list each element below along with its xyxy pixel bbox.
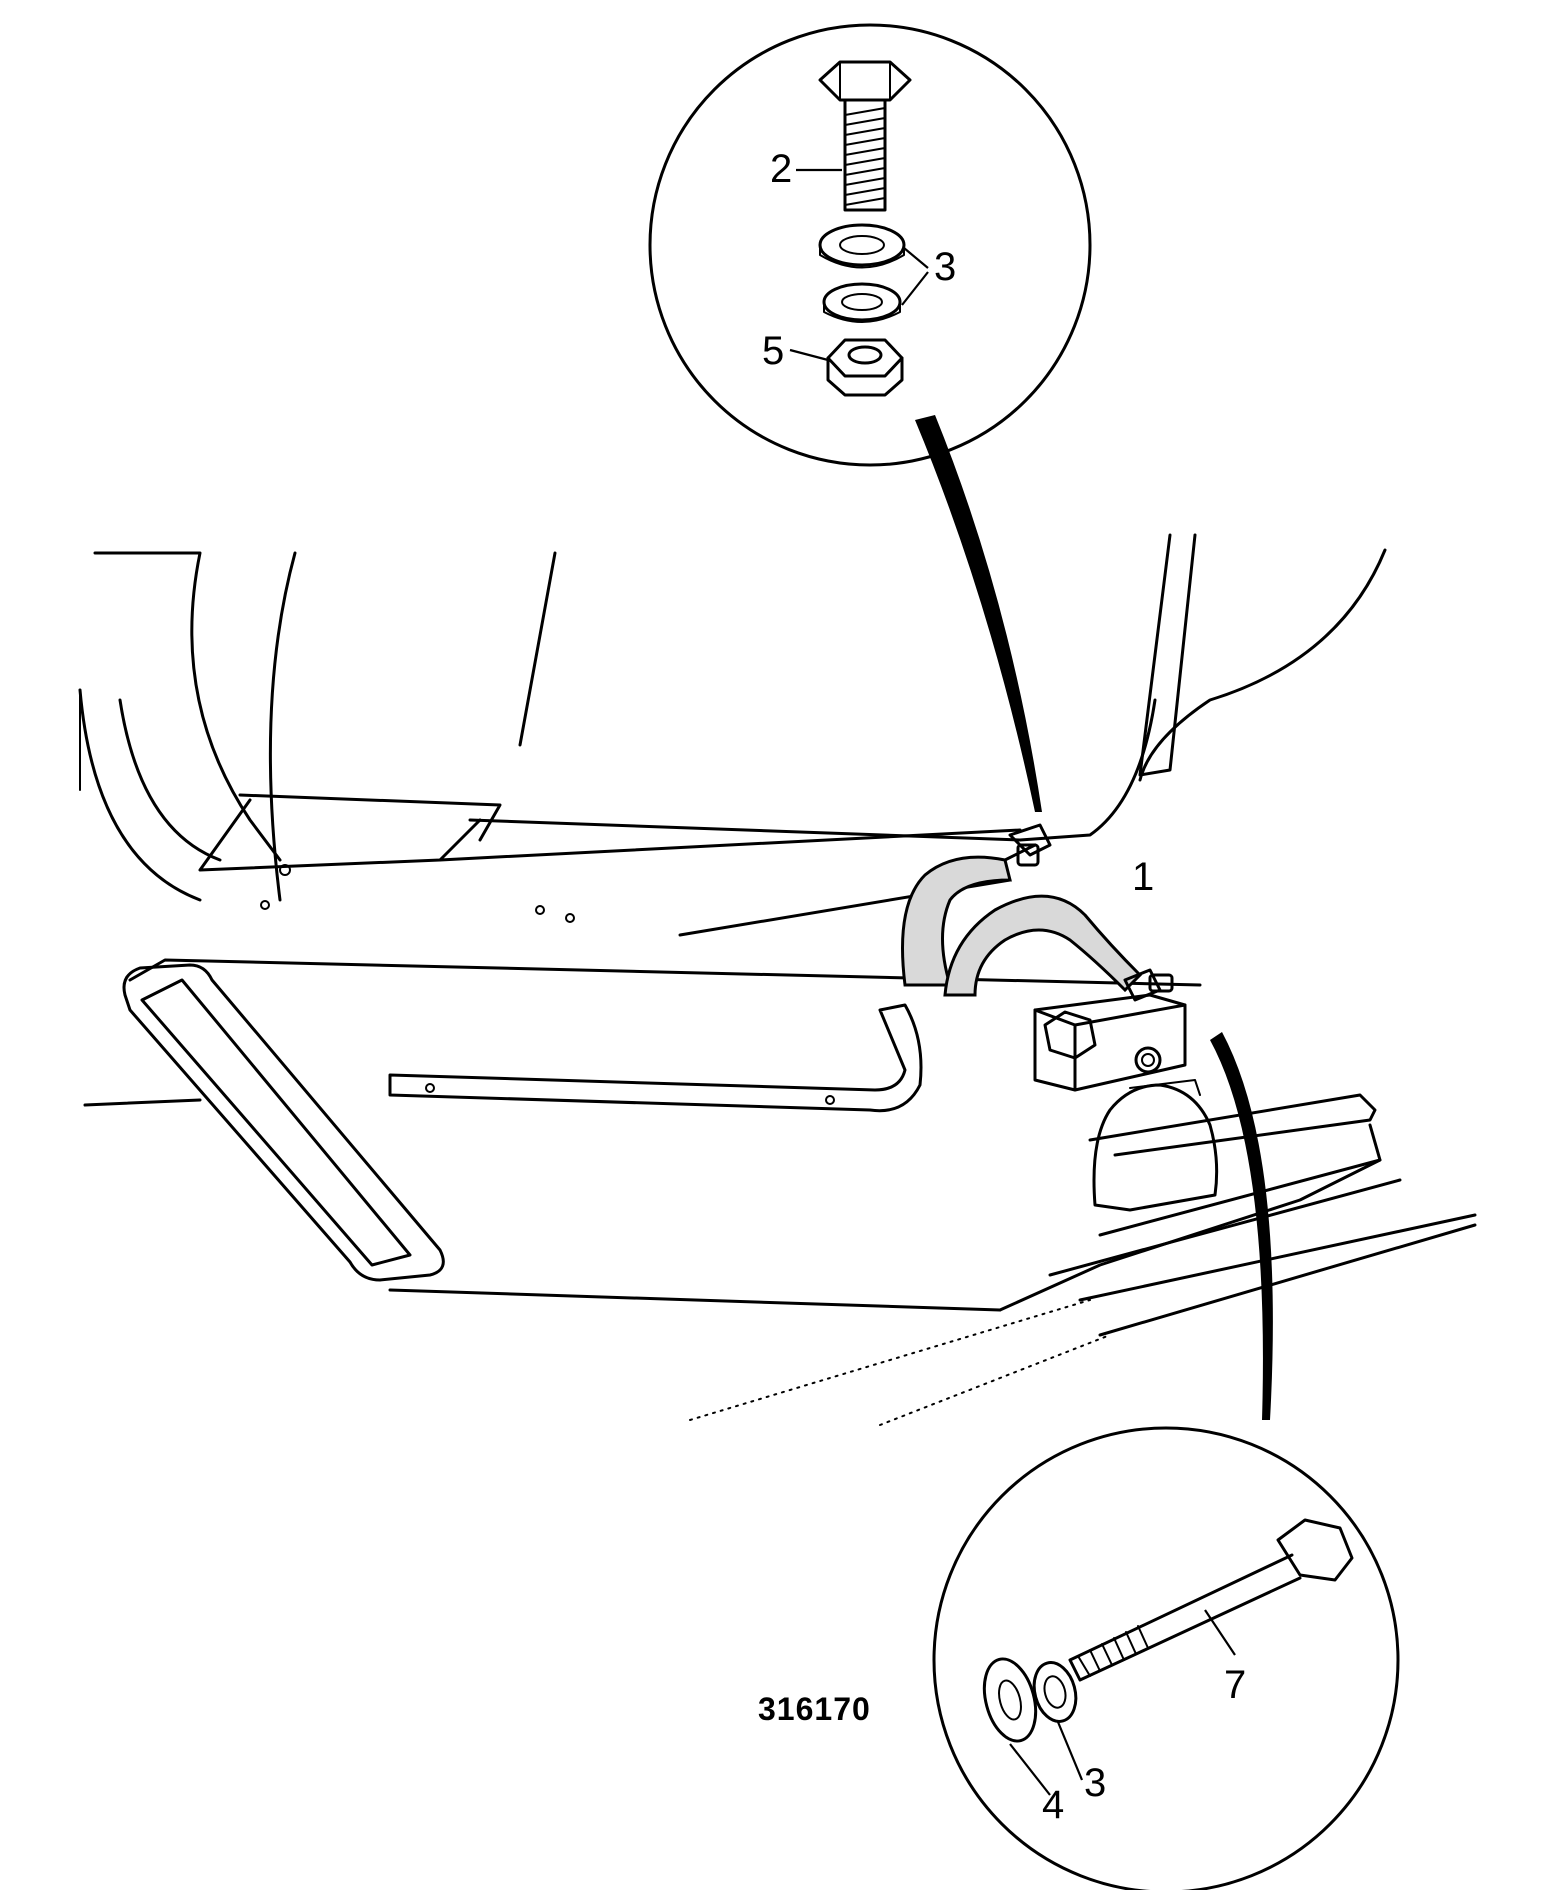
callout-bolt-top: 2 bbox=[770, 147, 792, 191]
callout-washer-small: 3 bbox=[1084, 1761, 1106, 1805]
callout-washer-large: 4 bbox=[1042, 1783, 1064, 1827]
machine-body bbox=[78, 533, 1477, 1426]
callout-washers-top: 3 bbox=[934, 245, 956, 289]
callout-bolt-long: 7 bbox=[1224, 1663, 1246, 1707]
callout-hose: 1 bbox=[1132, 855, 1154, 899]
figure-number: 316170 bbox=[758, 1691, 871, 1727]
detail-circle-bottom bbox=[932, 1032, 1400, 1890]
detail-circle-top bbox=[648, 23, 1092, 812]
callout-nut-top: 5 bbox=[762, 329, 784, 373]
hose-assembly bbox=[901, 823, 1174, 1002]
